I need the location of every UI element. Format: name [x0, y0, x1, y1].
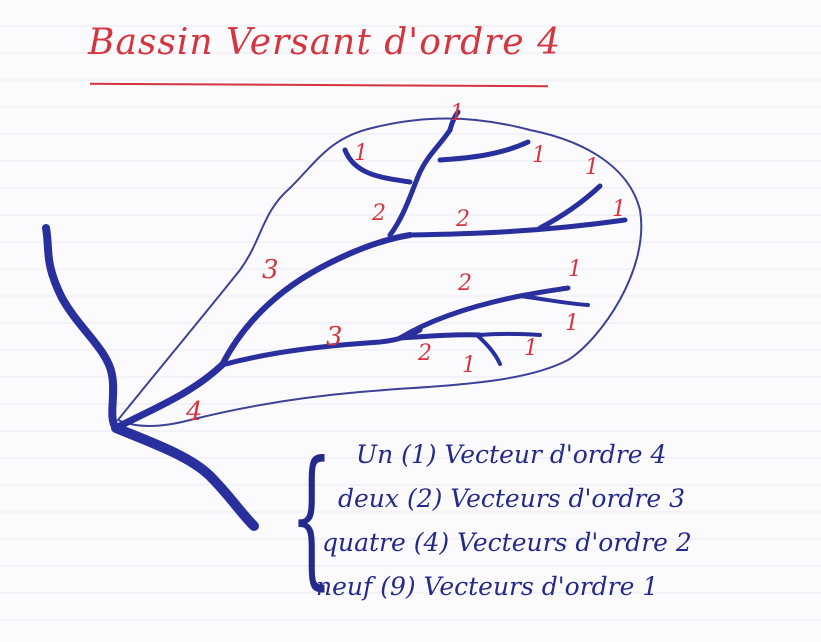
order-label: 2	[371, 201, 386, 226]
legend-row-order-2: quatre (4) Vecteurs d'ordre 2	[322, 528, 692, 557]
order-label: 1	[585, 155, 599, 180]
order-4-stream	[116, 365, 222, 428]
order-1-stream-e	[520, 296, 588, 305]
order-label: 1	[450, 101, 464, 126]
legend-row-order-4: Un (1) Vecteur d'ordre 4	[356, 440, 666, 469]
order-label: 4	[185, 397, 203, 427]
order-label: 1	[532, 143, 546, 168]
order-1-stream-c	[440, 142, 528, 160]
order-label: 2	[457, 271, 472, 296]
outlet-channel-lower	[116, 428, 254, 526]
basin-outline	[118, 119, 641, 427]
order-3-stream-lower	[222, 330, 420, 365]
order-label: 2	[455, 207, 470, 232]
order-label: 1	[524, 336, 538, 361]
legend-brace: {	[290, 442, 333, 592]
outlet-channel-upper	[46, 228, 116, 428]
order-2-stream-lower-bottom	[400, 335, 480, 338]
legend-row-order-1: neuf (9) Vecteurs d'ordre 1	[316, 572, 658, 601]
order-label: 1	[354, 141, 368, 166]
order-label: 1	[462, 353, 476, 378]
order-label: 1	[568, 257, 582, 282]
order-label: 1	[565, 311, 579, 336]
order-label: 3	[262, 255, 279, 285]
order-label: 2	[417, 341, 432, 366]
order-label: 3	[326, 322, 343, 352]
stream-order-labels: 1 1 1 1 1 1 1 1 1 2 2 2 2 3 3 4	[185, 101, 626, 427]
order-label: 1	[612, 197, 626, 222]
order-1-stream-f	[480, 334, 540, 335]
order-1-stream-g	[478, 336, 500, 364]
legend-row-order-3: deux (2) Vecteurs d'ordre 3	[338, 484, 685, 513]
order-2-stream-upper-right	[410, 220, 625, 235]
order-2-stream-lower-top	[400, 288, 568, 338]
order-1-stream-d	[540, 186, 600, 228]
